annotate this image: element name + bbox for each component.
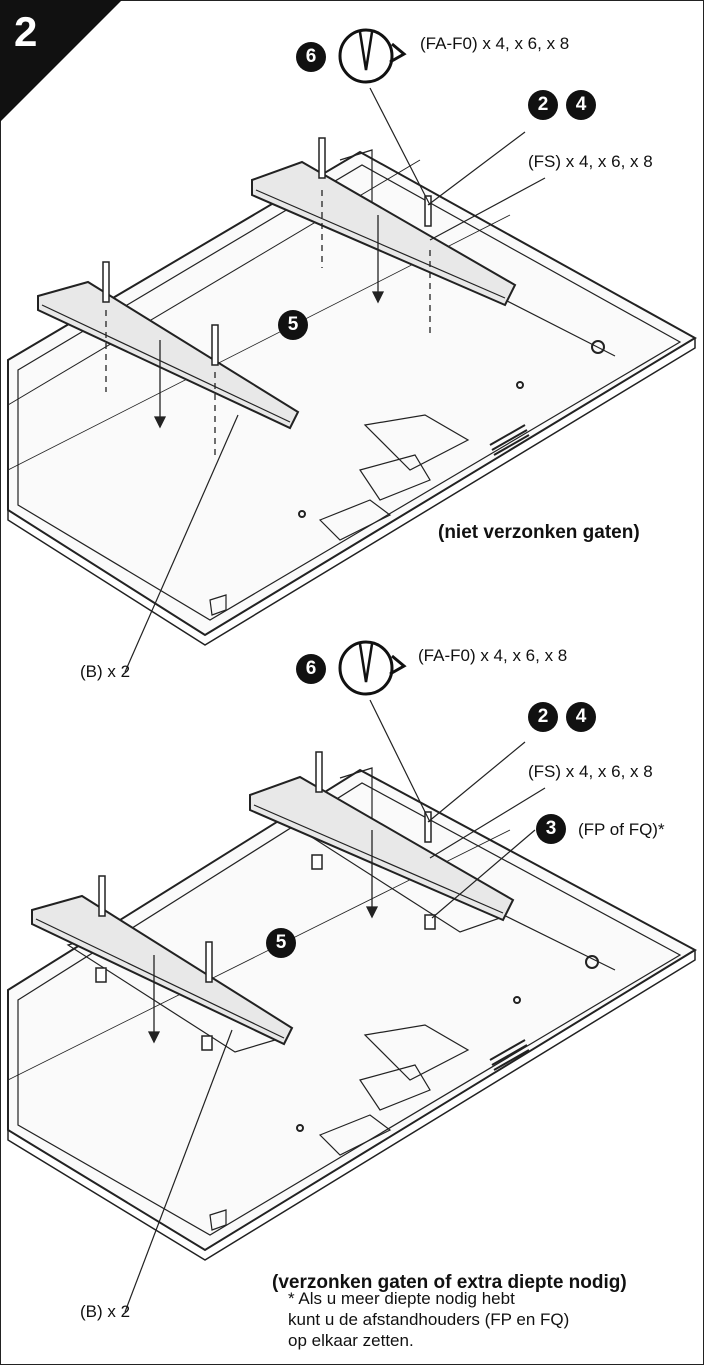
screws-bottom	[98, 751, 432, 983]
label-b-bottom: (B) x 2	[80, 1302, 131, 1321]
callout-6-top: 6	[296, 42, 326, 72]
label-fa-f0-bottom: (FA-F0) x 4, x 6, x 8	[418, 646, 568, 665]
callout-4-bottom: 4	[566, 702, 596, 732]
footnote-line-1: * Als u meer diepte nodig hebt	[288, 1289, 515, 1308]
callout-6-bottom: 6	[296, 654, 326, 684]
callout-5-top: 5	[278, 310, 308, 340]
step-corner-triangle	[0, 0, 122, 122]
step-number: 2	[14, 8, 38, 55]
callout-2-top: 2	[528, 90, 558, 120]
screws-top	[102, 137, 432, 366]
leader-lines-bottom	[124, 699, 546, 1313]
label-fs-top: (FS) x 4, x 6, x 8	[528, 152, 653, 171]
label-fs-bottom: (FS) x 4, x 6, x 8	[528, 762, 653, 781]
arrows-top	[153, 215, 385, 429]
footnote-line-3: op elkaar zetten.	[288, 1331, 414, 1350]
label-fp-fq-bottom: (FP of FQ)*	[578, 820, 665, 839]
mounting-bracket-top-upper	[251, 160, 517, 307]
footnote-line-2: kunt u de afstandhouders (FP en FQ)	[288, 1310, 570, 1329]
leader-lines-top	[124, 87, 546, 673]
screwdriver-icon-bottom	[338, 640, 407, 696]
arrows-bottom	[147, 830, 379, 1044]
mounting-bracket-bottom-upper	[249, 775, 515, 922]
spacers-bottom	[95, 854, 436, 1051]
label-b-top: (B) x 2	[80, 662, 131, 681]
footnote: * Als u meer diepte nodig hebt kunt u de…	[288, 1288, 698, 1351]
callout-5-bottom: 5	[266, 928, 296, 958]
caption-bottom: (verzonken gaten of extra diepte nodig)	[272, 1272, 627, 1293]
callout-3-bottom: 3	[536, 814, 566, 844]
callout-4-top: 4	[566, 90, 596, 120]
screwdriver-icon-top	[338, 28, 407, 84]
caption-top: (niet verzonken gaten)	[438, 522, 640, 543]
callout-2-bottom: 2	[528, 702, 558, 732]
mounting-bracket-bottom-lower	[31, 894, 294, 1046]
label-fa-f0-top: (FA-F0) x 4, x 6, x 8	[420, 34, 570, 53]
dashed-guides-top	[105, 190, 431, 458]
mounting-bracket-top-lower	[37, 280, 300, 430]
